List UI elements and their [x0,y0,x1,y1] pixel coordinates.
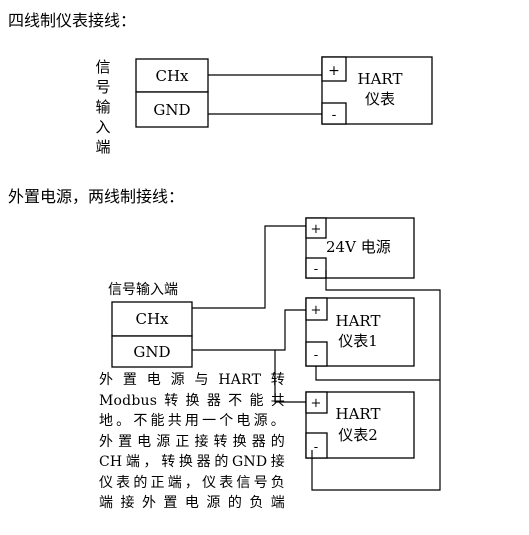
note-line: 外置电源正接转换器的 [99,433,285,450]
section1-heading: 四线制仪表接线： [8,11,136,30]
note-line: 外置电源与HART转 [99,372,285,388]
minus-sign: - [332,107,337,123]
side-label-char: 号 [95,78,110,96]
wire-supply-minus-to-device2-minus [311,270,441,491]
side-label-char: 入 [95,118,110,136]
device-label-line2: 仪表2 [338,426,378,444]
wire-chx-to-supply-plus [192,225,306,309]
gnd-terminal [111,335,193,368]
plus-terminal [321,56,347,82]
hart-device-2: + - HART 仪表2 [305,391,415,459]
chx-label: CHx [155,67,189,85]
gnd-label: GND [133,343,170,361]
plus-sign: + [328,63,340,79]
power-supply-label: 24V 电源 [326,238,391,256]
section2-signal-box: CHx GND [111,301,193,368]
device-label-line1: HART [336,312,381,330]
minus-terminal [305,257,327,279]
power-supply: + - 24V 电源 [305,217,415,279]
side-label-char: 信 [95,58,110,76]
device-label-line2: 仪表 [365,90,395,108]
section2-heading: 外置电源，两线制接线： [8,187,184,206]
minus-sign: - [314,262,318,277]
plus-sign: + [311,396,322,411]
minus-terminal [305,432,328,459]
device-label-line1: HART [336,405,381,423]
signal-input-label: 信号输入端 [108,282,178,298]
note-line: CH端，转换器的GND接 [99,454,285,470]
section1-side-label: 信 号 输 入 端 [95,58,110,156]
note-line: 仪表的正端，仪表信号负 [99,474,285,491]
note-line: Modbus转换器不能共 [99,392,285,409]
gnd-label: GND [153,101,190,119]
section2-wires [192,225,441,491]
section1-hart-device: + - HART 仪表 [321,56,433,125]
gnd-terminal [135,91,209,128]
note-line: 端接外置电源的负端 [99,495,285,511]
wiring-note: 外置电源与HART转 Modbus转换器不能共 地。不能共用一个电源。 外置电源… [99,370,285,514]
plus-terminal [305,297,328,321]
side-label-char: 端 [95,138,110,156]
device-label-line1: HART [358,70,403,88]
chx-label: CHx [135,310,169,328]
wire-gnd-to-device2-plus [192,349,306,403]
section1-signal-box: CHx GND [135,58,209,128]
wire-gnd-to-device1-plus [275,309,306,351]
plus-sign: + [311,303,322,318]
hart-device-1: + - HART 仪表1 [305,297,415,367]
plus-terminal [305,217,327,239]
plus-sign: + [311,222,322,237]
minus-sign: - [314,348,318,363]
minus-sign: - [314,440,318,455]
wire-device1-minus-to-return [315,366,440,381]
side-label-char: 输 [95,98,110,116]
device-label-line2: 仪表1 [338,332,378,350]
note-line: 地。不能共用一个电源。 [99,413,285,429]
